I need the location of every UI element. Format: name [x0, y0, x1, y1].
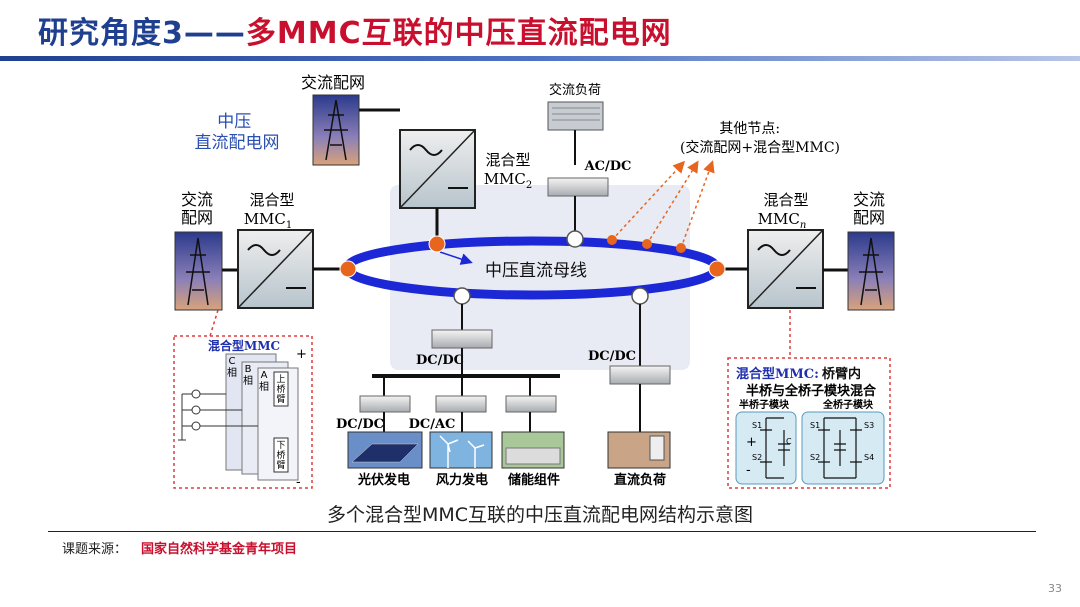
- dcdc-pv-label: DC/DC: [336, 417, 384, 432]
- dc-load-image: [607, 431, 671, 469]
- node-dcdc-mid: [453, 287, 471, 305]
- s2-label: S2: [752, 453, 762, 462]
- ac-grid-left-image: [174, 231, 223, 311]
- pv-image: [347, 431, 423, 469]
- dc-plus-label: +: [296, 347, 307, 362]
- svg-text:+: +: [746, 435, 757, 450]
- page-number: 33: [1048, 582, 1062, 595]
- dc-bus-label: 中压直流母线: [485, 261, 587, 281]
- node-other-1: [607, 235, 617, 245]
- upper-arm: 上桥臂: [273, 371, 289, 407]
- svg-text:-: -: [746, 463, 751, 478]
- fb-s3-label: S3: [864, 421, 874, 430]
- ac-grid-top-image: [312, 94, 360, 166]
- pv-label: 光伏发电: [357, 472, 410, 488]
- ac-grid-top-label: 交流配网: [301, 73, 365, 92]
- node-mmc2: [428, 235, 446, 253]
- ac-grid-left-label: 交流配网: [181, 190, 213, 227]
- source-value: 国家自然科学基金青年项目: [141, 542, 298, 557]
- hybrid-mmc-box-title: 混合型MMC: [208, 338, 280, 353]
- acdc-converter: [547, 177, 609, 197]
- storage-image: [501, 431, 565, 469]
- cap-c-label: C: [786, 437, 792, 446]
- figure-caption: 多个混合型MMC互联的中压直流配电网结构示意图: [326, 504, 754, 526]
- slide-title: 研究角度3——多MMC互联的中压直流配电网: [38, 8, 672, 52]
- dcac-converter-wind: [435, 395, 487, 413]
- fb-s2-label: S2: [810, 453, 820, 462]
- mmc1-block: [237, 229, 314, 309]
- source-label: 课题来源：: [62, 542, 128, 557]
- other-nodes-label: 其他节点: (交流配网+混合型MMC): [680, 121, 840, 156]
- full-bridge-module: S1 S2 S3 S4: [801, 411, 885, 485]
- full-bridge-label: 全桥子模块: [822, 398, 874, 411]
- source-divider: [48, 531, 1036, 532]
- storage-label: 储能组件: [507, 472, 560, 488]
- dcac-wind-label: DC/AC: [409, 417, 456, 432]
- dc-minus-label: -: [296, 475, 301, 490]
- svg-text:下桥臂: 下桥臂: [276, 441, 285, 471]
- dcdc-mid-converter: [431, 329, 493, 349]
- mv-dc-grid-label: 中压 直流配电网: [195, 112, 280, 153]
- dc-load-label: 直流负荷: [614, 472, 666, 488]
- ac-grid-right-label: 交流配网: [853, 190, 885, 227]
- node-mmc1: [339, 260, 357, 278]
- arm-desc-line1: 混合型MMC:桥臂内: [736, 366, 861, 382]
- dcdc-right-label: DC/DC: [588, 349, 636, 364]
- ac-load-image: [547, 101, 604, 131]
- dcdc-right-converter: [609, 365, 671, 385]
- node-mmcn: [708, 260, 726, 278]
- svg-text:上桥臂: 上桥臂: [276, 374, 285, 405]
- title-underline: [0, 56, 1080, 61]
- fb-s4-label: S4: [864, 453, 874, 462]
- node-dcdc-right: [631, 287, 649, 305]
- dcdc-converter-pv: [359, 395, 411, 413]
- half-bridge-label: 半桥子模块: [739, 398, 790, 411]
- fb-s1-label: S1: [810, 421, 820, 430]
- node-other-2: [642, 239, 652, 249]
- ac-sources: [178, 389, 258, 441]
- half-bridge-module: + - S1 S2 C: [735, 411, 797, 485]
- title-part2: 多MMC互联的中压直流配电网: [245, 16, 672, 51]
- title-part1: 研究角度3——: [38, 16, 246, 51]
- dcdc-mid-label: DC/DC: [416, 353, 464, 368]
- acdc-label: AC/DC: [584, 159, 632, 174]
- ac-grid-right-image: [847, 231, 895, 311]
- wind-image: [429, 431, 493, 469]
- dcdc-converter-storage: [505, 395, 557, 413]
- node-ac-load: [566, 230, 584, 248]
- watermark-logo: [390, 185, 690, 370]
- arm-desc-line2: 半桥与全桥子模块混合: [746, 383, 877, 399]
- wind-label: 风力发电: [436, 472, 488, 488]
- s1-label: S1: [752, 421, 762, 430]
- mmcn-block: [747, 229, 824, 309]
- node-other-3: [676, 243, 686, 253]
- ac-load-label: 交流负荷: [549, 82, 601, 98]
- mmc2-block: [399, 129, 476, 209]
- lower-arm: 下桥臂: [273, 437, 289, 473]
- project-source: 课题来源： 国家自然科学基金青年项目: [62, 538, 297, 557]
